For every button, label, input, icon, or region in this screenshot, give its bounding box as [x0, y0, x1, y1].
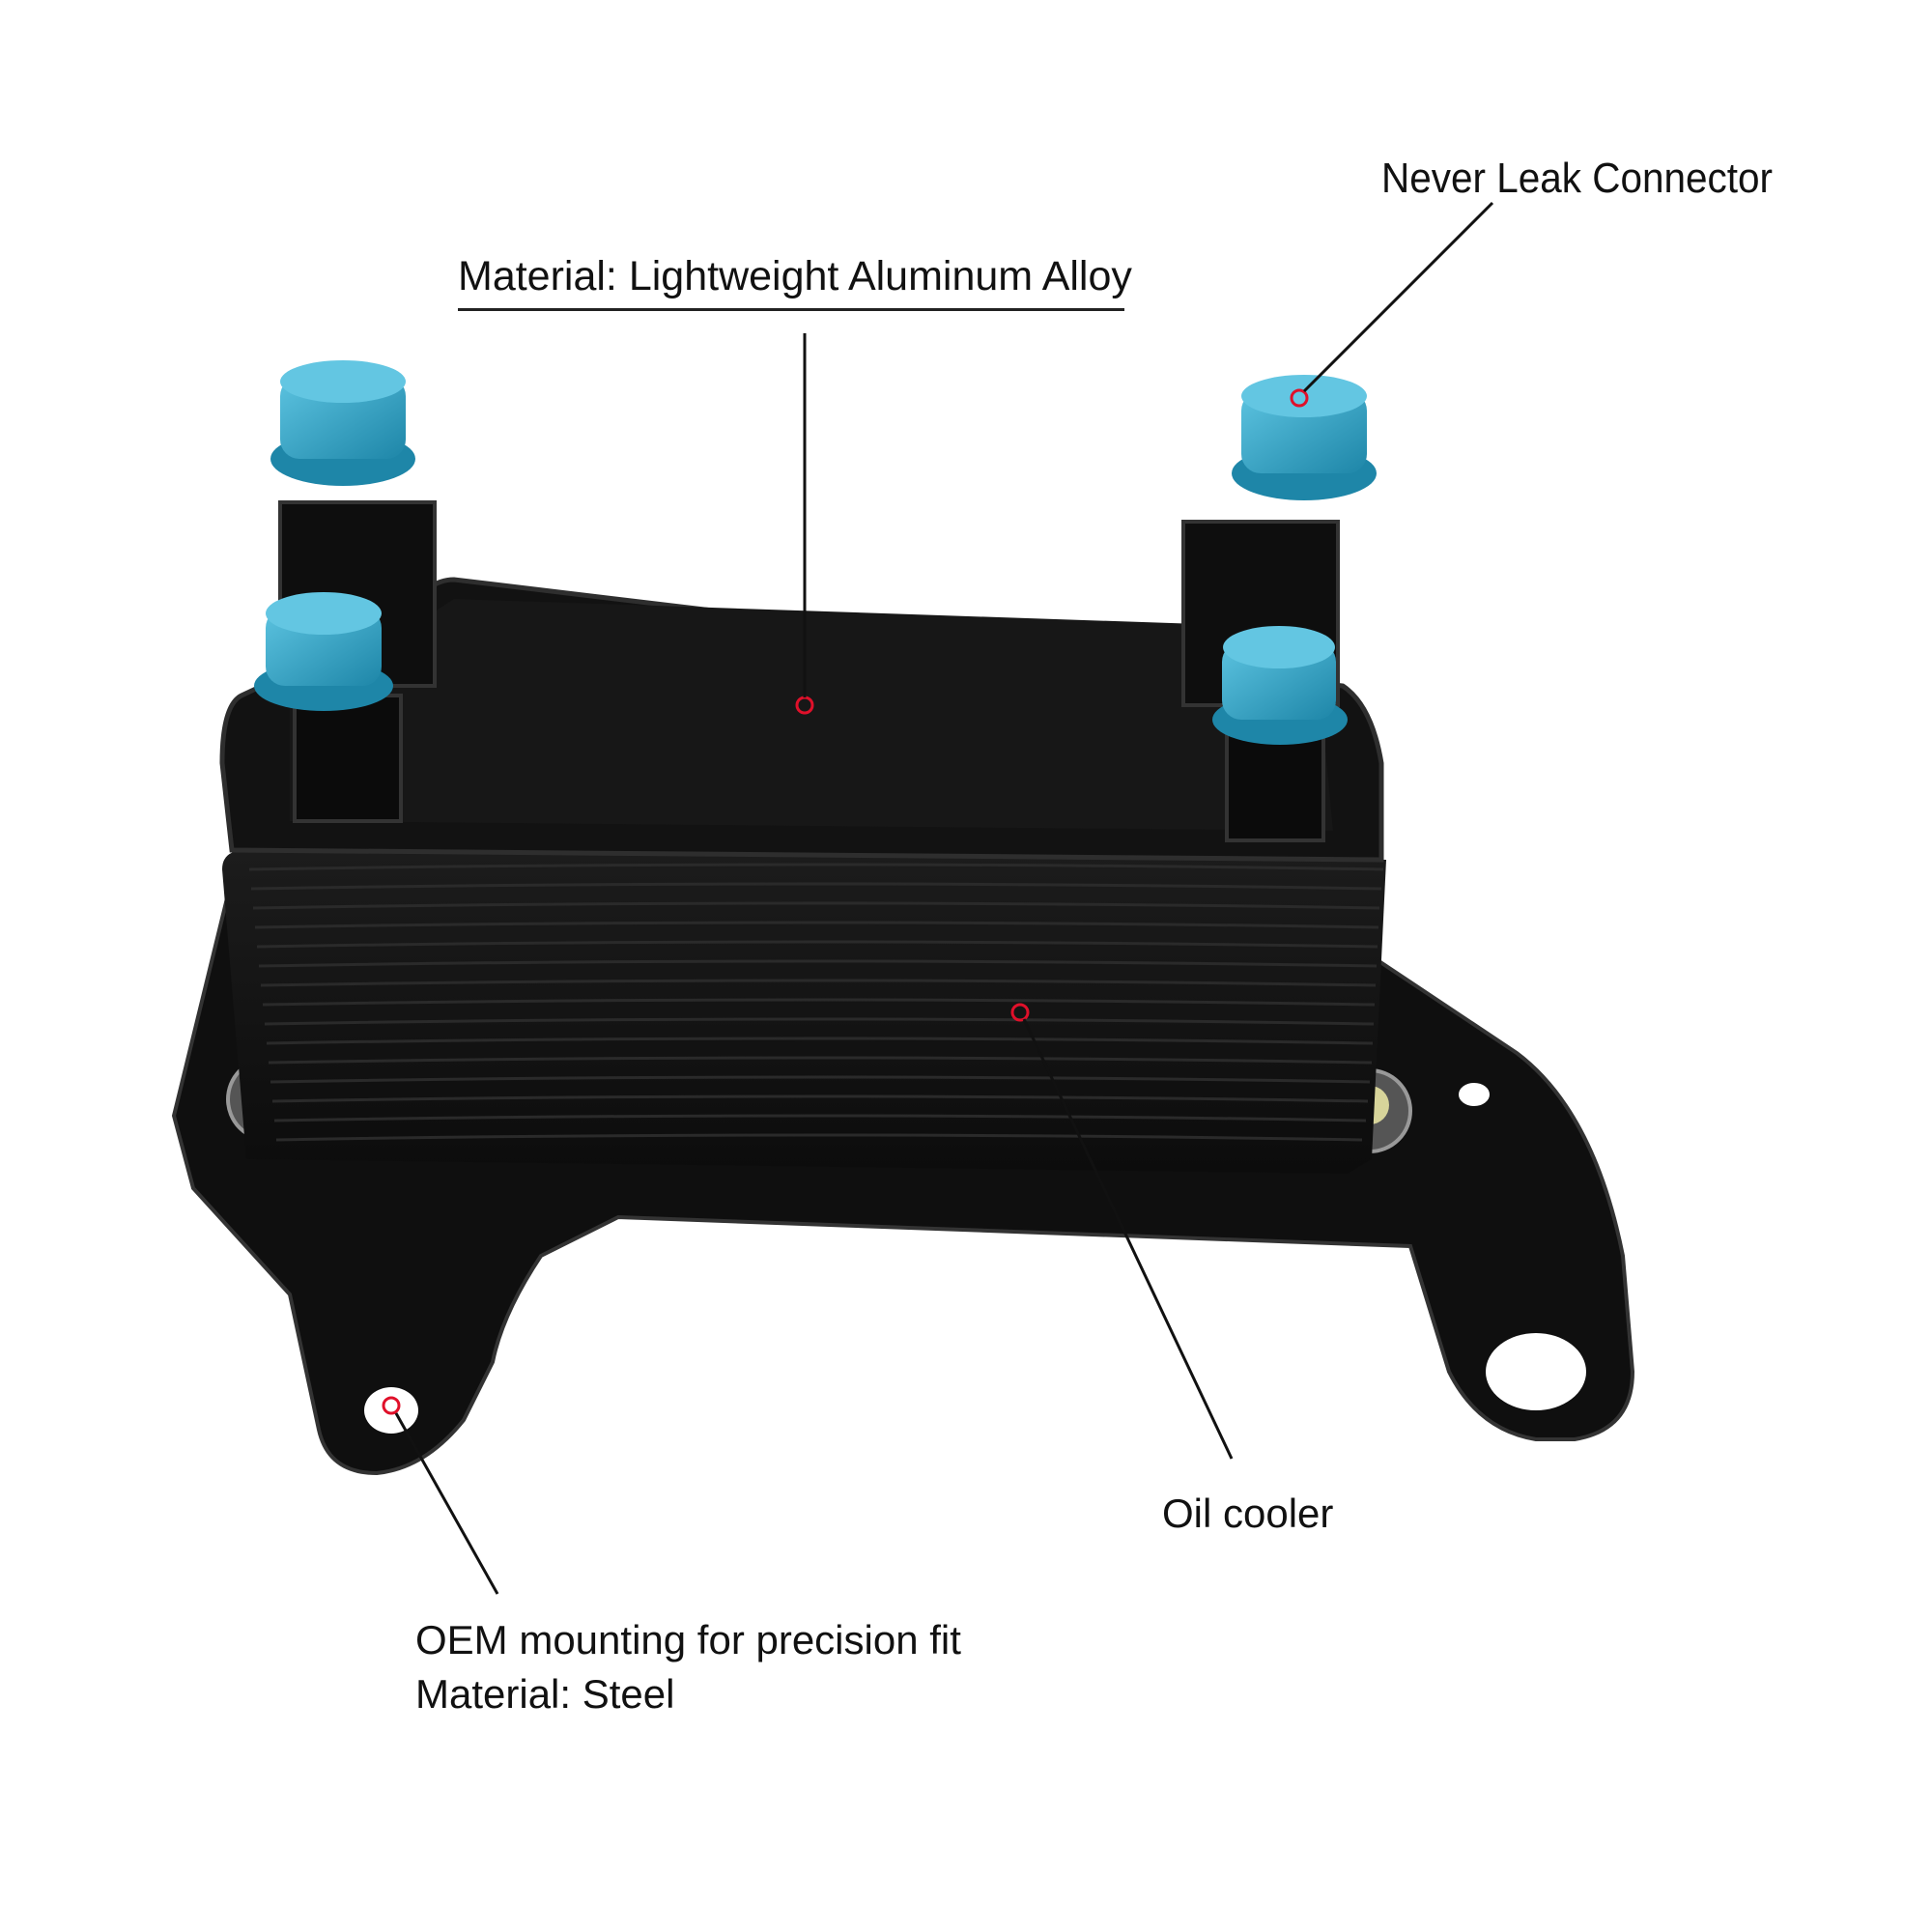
callout-oem-line1: OEM mounting for precision fit — [415, 1617, 961, 1662]
callout-marker-oil-cooler — [1010, 1003, 1030, 1022]
oil-cooler-body — [222, 843, 1386, 1174]
callout-connector-label: Never Leak Connector — [1381, 155, 1774, 202]
callout-oil-cooler-label: Oil cooler — [1162, 1491, 1334, 1536]
leader-line-connector — [1302, 201, 1494, 393]
callout-material-label: Material: Lightweight Aluminum Alloy — [458, 253, 1132, 299]
cap-top-right — [1232, 375, 1377, 500]
callout-material-underline — [458, 308, 1124, 311]
callout-marker-oem — [382, 1396, 401, 1415]
cap-top-left — [270, 360, 415, 486]
callout-oem-label: OEM mounting for precision fit Material:… — [415, 1613, 961, 1721]
cap-bottom-right — [1212, 626, 1348, 745]
leader-line-oem — [394, 1412, 499, 1595]
top-plate — [219, 577, 1384, 863]
leader-line-oil-cooler — [1022, 1018, 1234, 1460]
cap-bottom-left — [254, 592, 393, 711]
leader-lines — [394, 201, 1494, 1595]
blue-caps — [254, 360, 1377, 745]
callout-marker-connector — [1290, 388, 1309, 408]
callout-oem-line2: Material: Steel — [415, 1671, 675, 1717]
